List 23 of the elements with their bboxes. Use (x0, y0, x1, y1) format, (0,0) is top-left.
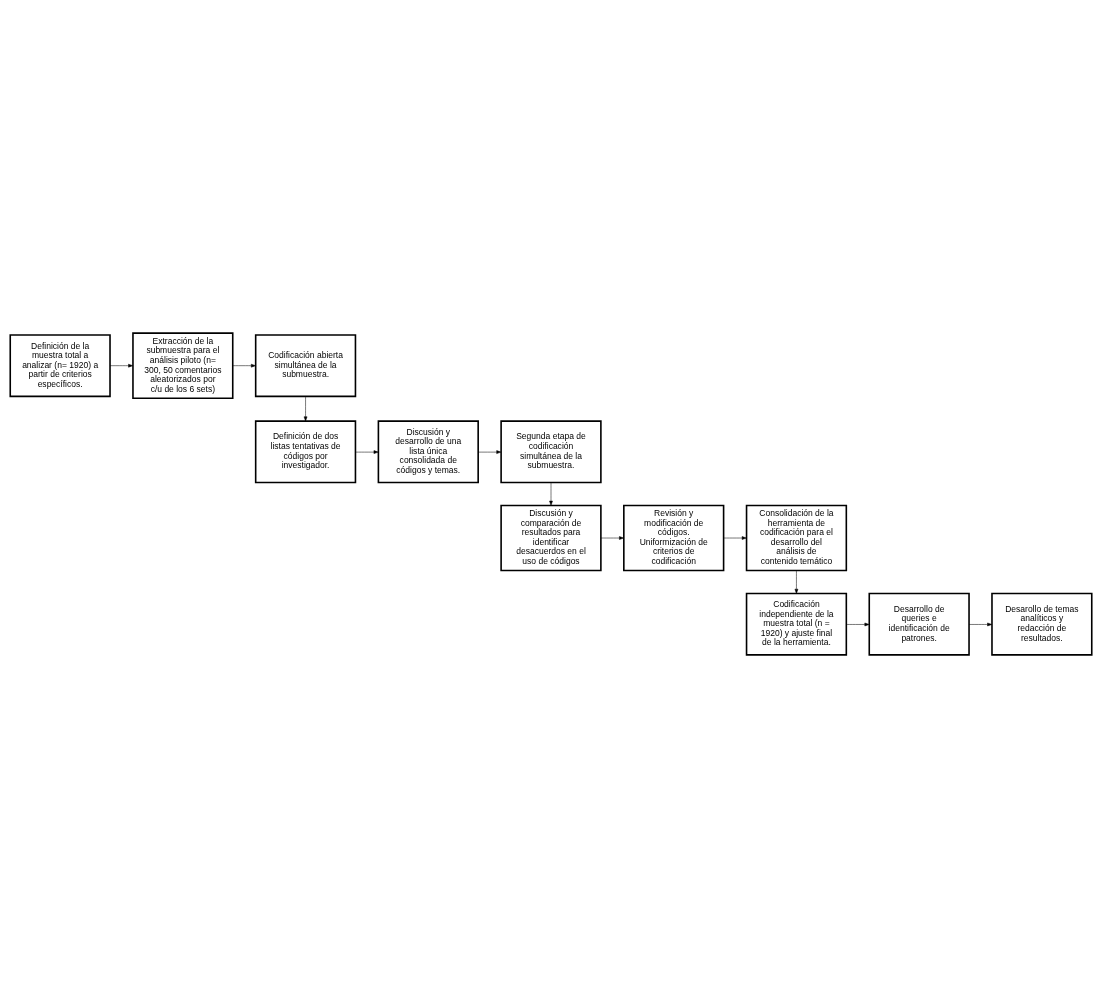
arrow (600, 536, 624, 540)
arrow (968, 622, 993, 627)
node-box: Revisión y modificación de códigos. Uniformización de criterios de codificación (623, 504, 725, 572)
arrow (846, 622, 870, 627)
arrow (794, 570, 799, 594)
node-box: Definición de dos listas tentativas de códigos por investigador. (254, 420, 357, 484)
node-box: Segunda etapa de codificación simultánea de la submuestra. (500, 420, 602, 484)
arrow (477, 450, 502, 454)
node-box: Desarrollo de queries e identificación de patrones. (868, 592, 970, 656)
node-box: Consolidación de la herramienta de codificación para el desarrollo del análisis de contenido temático (745, 504, 848, 572)
arrow (355, 450, 379, 454)
arrow (109, 363, 134, 368)
arrow (303, 396, 308, 422)
arrow (723, 536, 747, 540)
node-box: Discusión y comparación de resultados para identificar desacuerdos en el uso de códigos (500, 504, 602, 572)
node-box: Codificación independiente de la muestra total (n = 1920) y ajuste final de la herramienta. (745, 592, 848, 656)
arrow (549, 482, 553, 506)
node-box: Discusión y desarrollo de una lista única consolidada de códigos y temas. (377, 420, 479, 484)
node-box: Codificación abierta simultánea de la submuestra. (254, 334, 357, 398)
arrow (232, 363, 256, 368)
node-box: Desarollo de temas analíticos y redacción de resultados. (991, 592, 1093, 656)
node-box: Extracción de la submuestra para el análisis piloto (n= 300, 50 comentarios aleatorizados por c/u de los 6 sets) (132, 332, 234, 400)
node-box: Definición de la muestra total a analizar (n= 1920) a partir de criterios específicos. (9, 334, 111, 398)
